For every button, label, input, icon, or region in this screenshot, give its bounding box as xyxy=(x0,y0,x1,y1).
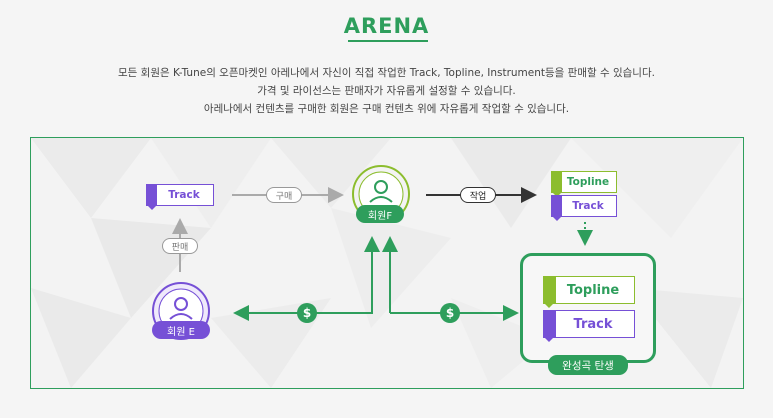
track-tag-large: Track xyxy=(543,310,635,342)
flag-icon xyxy=(147,185,157,210)
track-tag: Track xyxy=(146,184,214,210)
flag-icon xyxy=(544,311,556,342)
sell-pill: 판매 xyxy=(162,238,198,254)
dollar-coin-left: $ xyxy=(297,303,317,323)
track-tag-small: Track xyxy=(551,195,617,221)
flag-icon xyxy=(552,196,562,221)
complete-song-box: Topline Track xyxy=(520,253,656,363)
work-pill: 작업 xyxy=(460,187,496,203)
buy-pill: 구매 xyxy=(266,187,302,203)
complete-song-badge: 완성곡 탄생 xyxy=(548,355,628,375)
arena-title: ARENA xyxy=(343,14,430,38)
flag-icon xyxy=(544,277,556,308)
flag-icon xyxy=(552,172,562,197)
title-underline xyxy=(348,40,428,42)
topline-tag-large: Topline xyxy=(543,276,635,308)
description-line-2: 가격 및 라이선스는 판매자가 자유롭게 설정할 수 있습니다. xyxy=(257,85,516,97)
description-line-1: 모든 회원은 K-Tune의 오픈마켓인 아레나에서 자신이 직접 작업한 Tr… xyxy=(118,67,655,79)
dollar-coin-right: $ xyxy=(440,303,460,323)
description-line-3: 아레나에서 컨텐츠를 구매한 회원은 구매 컨텐츠 위에 자유롭게 작업할 수 … xyxy=(203,103,570,115)
member-e-badge: 회원 E xyxy=(152,321,210,339)
member-f-badge: 회원F xyxy=(356,205,404,223)
topline-tag-small: Topline xyxy=(551,171,617,197)
